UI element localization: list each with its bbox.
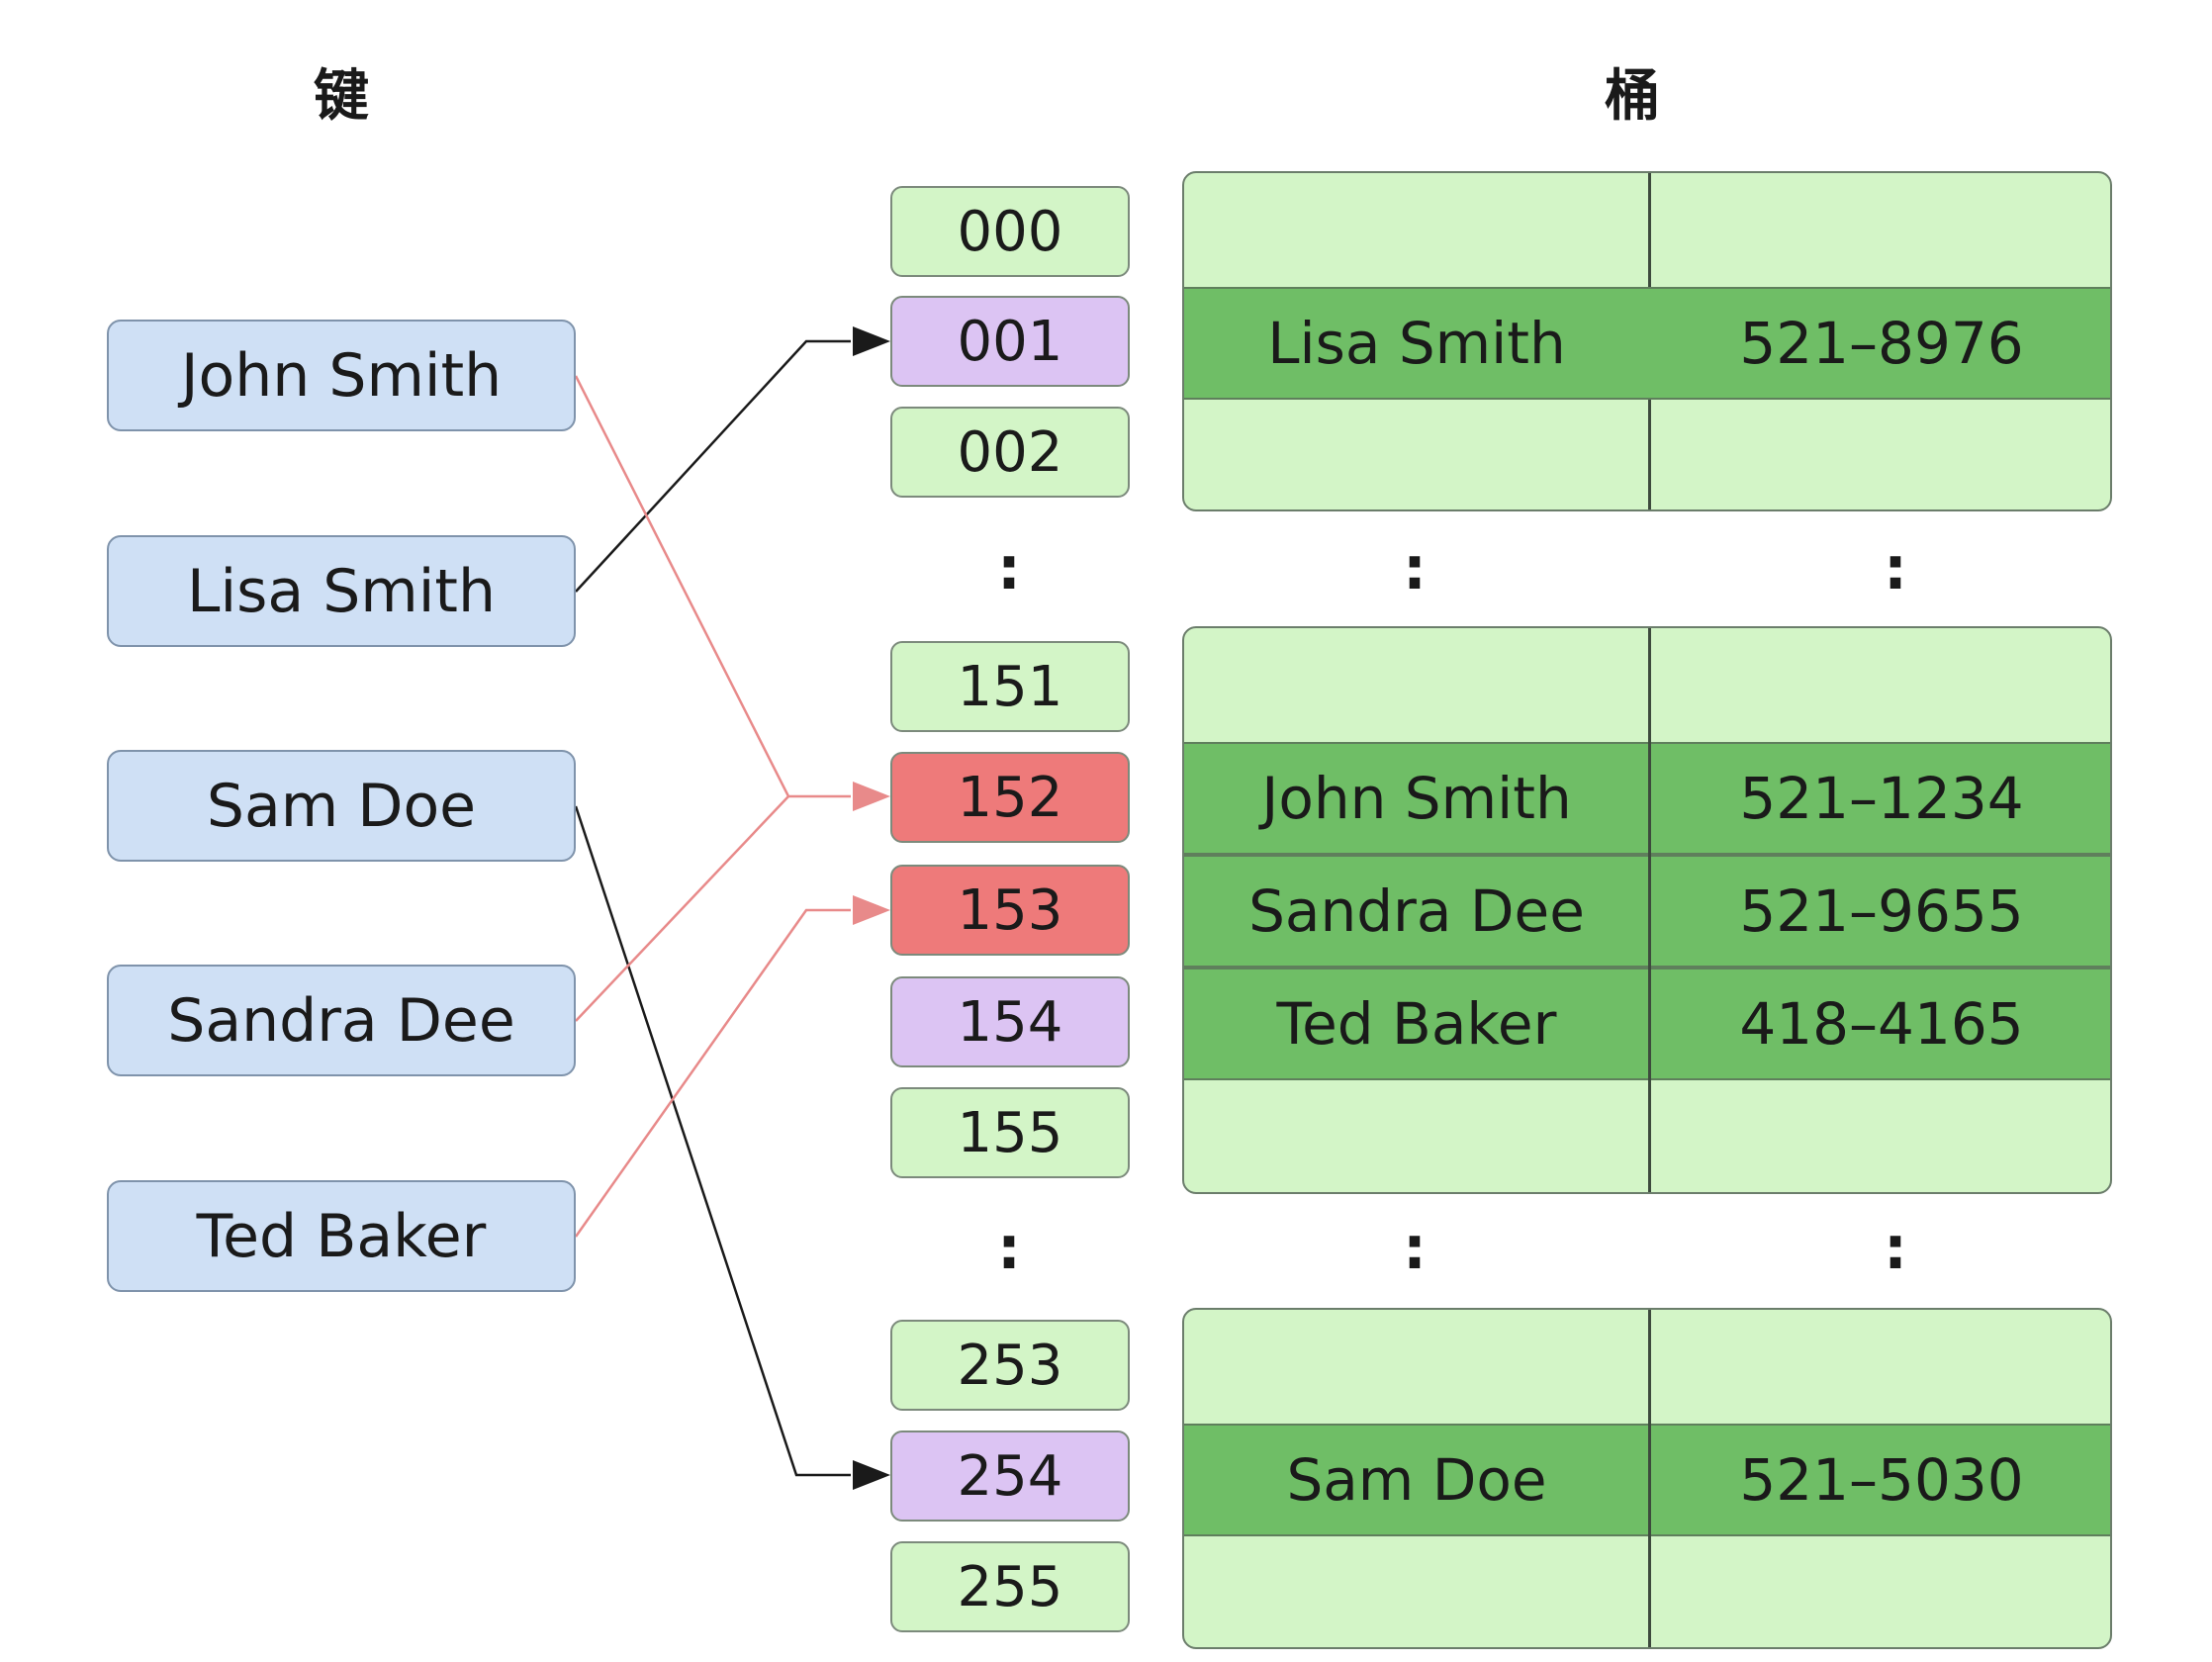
- slot-254: 254: [890, 1431, 1130, 1522]
- key-sandra-dee: Sandra Dee: [107, 965, 576, 1076]
- entry-phone: 521–5030: [1739, 1446, 2024, 1514]
- arrowhead-254: [853, 1460, 890, 1490]
- arrow-lisa-smith-to-001: [575, 339, 851, 593]
- slot-151: 151: [890, 641, 1130, 732]
- entry-phone: 521–1234: [1739, 765, 2024, 832]
- slot-253: 253: [890, 1320, 1130, 1411]
- bucket-254: Sam Doe 521–5030: [1182, 1308, 2112, 1649]
- bucket-152: John Smith 521–1234 Sandra Dee 521–9655 …: [1182, 626, 2112, 1194]
- entry-phone: 418–4165: [1739, 990, 2024, 1058]
- slot-ellipsis-2: :: [997, 1214, 1021, 1283]
- entry-name: Sam Doe: [1286, 1446, 1547, 1514]
- bucket-entry: Sam Doe 521–5030: [1184, 1424, 2110, 1536]
- key-sam-doe: Sam Doe: [107, 750, 576, 862]
- bucket-divider: [1648, 1310, 1651, 1647]
- entry-name: Sandra Dee: [1248, 877, 1585, 945]
- slot-000: 000: [890, 186, 1130, 277]
- bucket-entry: John Smith 521–1234: [1184, 742, 2110, 855]
- slot-002: 002: [890, 407, 1130, 498]
- arrowhead-153: [853, 895, 890, 925]
- slot-154: 154: [890, 976, 1130, 1067]
- entry-name: Lisa Smith: [1267, 310, 1566, 377]
- key-lisa-smith: Lisa Smith: [107, 535, 576, 647]
- bucket-divider: [1648, 628, 1651, 1192]
- bucket-001: Lisa Smith 521–8976: [1182, 171, 2112, 511]
- bucket-ellipsis-name-2: :: [1403, 1214, 1427, 1283]
- bucket-ellipsis-phone-1: :: [1884, 534, 1907, 603]
- bucket-entry: Ted Baker 418–4165: [1184, 968, 2110, 1080]
- buckets-heading: 桶: [1605, 64, 1660, 129]
- slot-155: 155: [890, 1087, 1130, 1178]
- key-ted-baker: Ted Baker: [107, 1180, 576, 1292]
- arrow-ted-baker-to-153: [574, 908, 851, 1238]
- entry-name: John Smith: [1261, 765, 1572, 832]
- slot-ellipsis-1: :: [997, 534, 1021, 603]
- slot-152: 152: [890, 752, 1130, 843]
- entry-phone: 521–9655: [1739, 877, 2024, 945]
- entry-name: Ted Baker: [1276, 990, 1557, 1058]
- keys-heading: 键: [314, 64, 369, 129]
- arrow-sandra-dee-to-152: [575, 795, 789, 1022]
- entry-phone: 521–8976: [1739, 310, 2024, 377]
- bucket-ellipsis-name-1: :: [1403, 534, 1427, 603]
- bucket-entry: Sandra Dee 521–9655: [1184, 855, 2110, 968]
- arrow-john-smith-to-152: [574, 375, 851, 798]
- arrowhead-152: [853, 782, 890, 811]
- bucket-entry: Lisa Smith 521–8976: [1184, 287, 2110, 400]
- bucket-ellipsis-phone-2: :: [1884, 1214, 1907, 1283]
- arrow-sam-doe-to-254: [574, 805, 851, 1477]
- slot-255: 255: [890, 1541, 1130, 1632]
- key-john-smith: John Smith: [107, 320, 576, 431]
- arrowhead-001: [853, 326, 890, 356]
- slot-001: 001: [890, 296, 1130, 387]
- slot-153: 153: [890, 865, 1130, 956]
